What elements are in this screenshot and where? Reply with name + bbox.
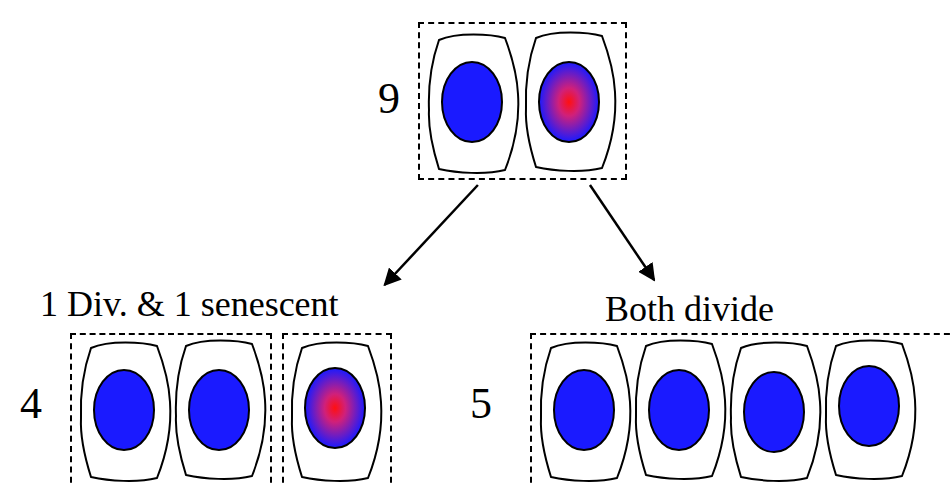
dashed-box [70,333,272,484]
group-heading: Both divide [605,290,774,330]
dashed-box [282,333,392,484]
arrow-connector [590,185,654,280]
dashed-box [530,333,950,484]
cell [81,343,170,481]
cell-group: 9 [370,20,630,185]
cell-group: 1 Div. & 1 senescent 4 [15,285,400,484]
cell [541,343,630,481]
cell [429,35,518,173]
group-heading: 1 Div. & 1 senescent [40,285,339,325]
callout-number: 5 [470,380,492,428]
cell-group: Both divide 5 [465,280,950,484]
dashed-box [418,22,627,180]
arrow-connector [385,185,478,285]
callout-number: 9 [378,75,400,123]
callout-number: 4 [20,380,42,428]
cell [826,341,915,479]
cell [731,343,820,481]
senescent-cell [292,343,381,481]
cell [636,341,725,479]
cell [176,341,265,479]
senescent-cell [526,33,615,171]
